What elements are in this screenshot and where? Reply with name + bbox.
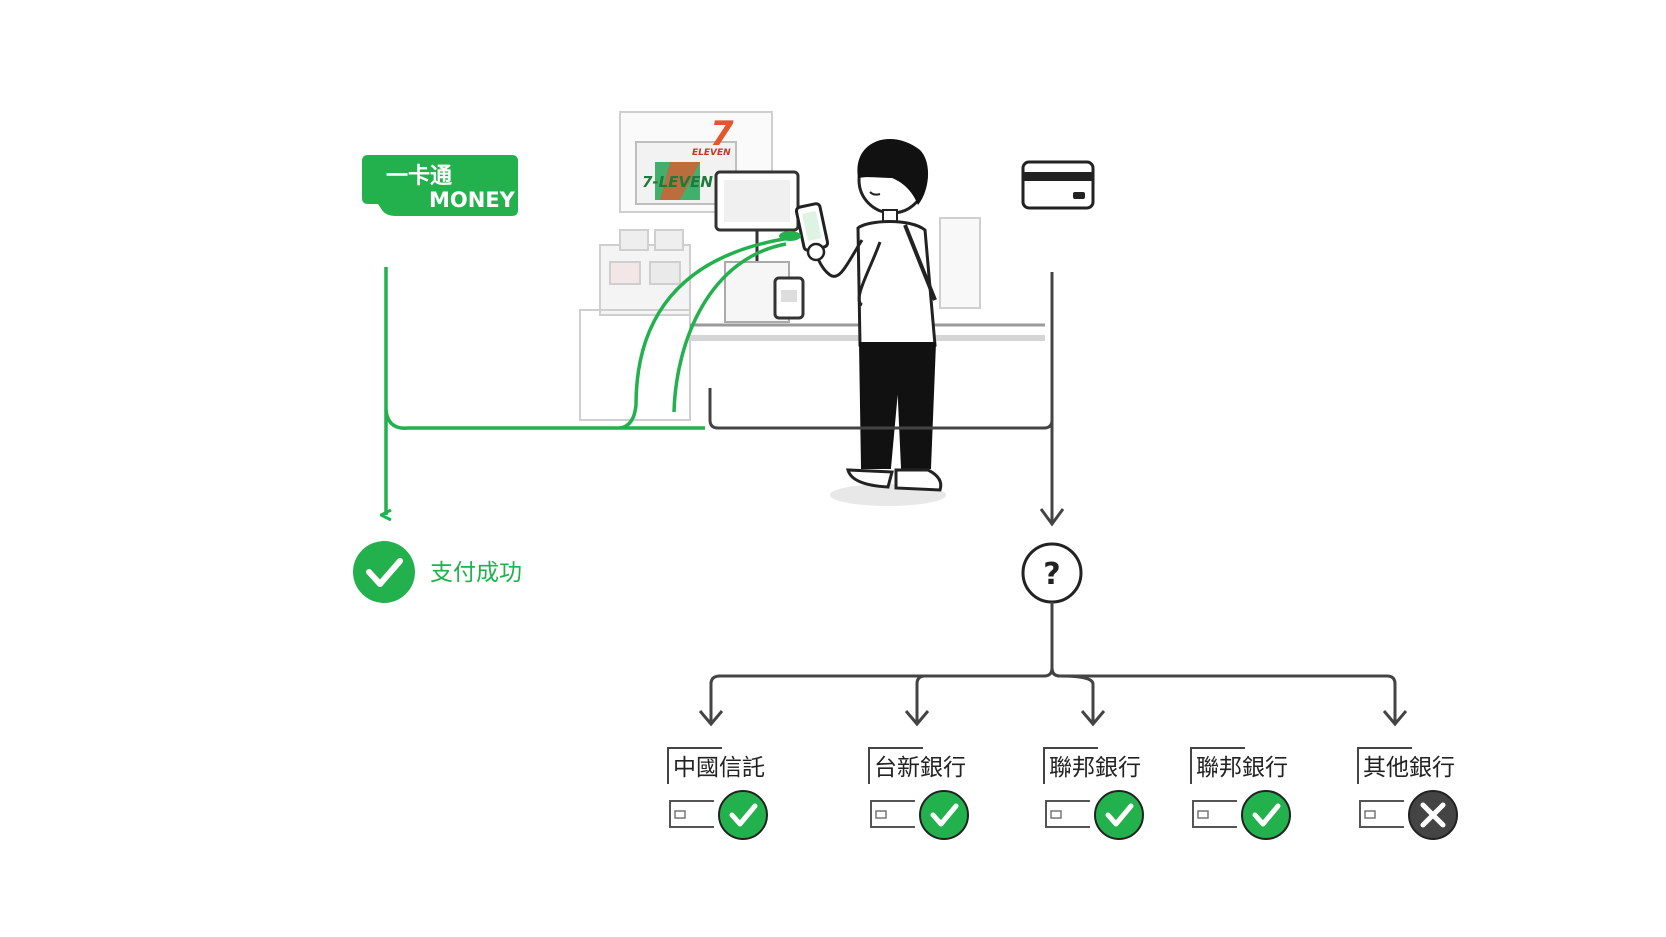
card-flow: [708, 272, 1065, 527]
card-outline-icon: [1045, 800, 1090, 828]
card-outline-icon: [1192, 800, 1237, 828]
bank-item: 聯邦銀行: [1043, 747, 1144, 840]
card-outline-icon: [1359, 800, 1404, 828]
logo-line2: MONEY: [429, 188, 516, 212]
store-sign-numeral: 7: [710, 114, 734, 154]
check-circle-icon: [919, 790, 969, 840]
card-outline-icon: [870, 800, 915, 828]
bank-name: 其他銀行: [1363, 755, 1455, 781]
credit-card-icon: [1021, 160, 1095, 210]
bank-name: 聯邦銀行: [1196, 755, 1288, 781]
bank-item: 台新銀行: [868, 747, 969, 840]
pos-terminal-icon: [714, 170, 805, 323]
bank-list: 中國信託 台新銀行 聯邦銀行 聯邦銀行 其他銀行: [667, 747, 1458, 840]
question-symbol: ?: [1043, 557, 1060, 592]
store-sign-name: 7-LEVEN: [642, 173, 713, 191]
bank-branch-tree: [698, 602, 1408, 727]
payment-success: 支付成功: [353, 541, 522, 603]
bank-item: 其他銀行: [1357, 747, 1458, 840]
bank-name: 聯邦銀行: [1049, 755, 1141, 781]
check-circle-icon: [1094, 790, 1144, 840]
unknown-bank-node: ?: [1021, 542, 1083, 604]
success-label: 支付成功: [430, 560, 522, 586]
check-circle-icon: [353, 541, 415, 603]
bank-name: 台新銀行: [874, 755, 966, 781]
bank-item: 中國信託: [667, 747, 768, 840]
ipass-money-logo: 一卡通 MONEY: [362, 155, 518, 216]
check-circle-icon: [718, 790, 768, 840]
green-flow: [386, 231, 801, 515]
store-background: [579, 111, 1045, 421]
bank-item: 聯邦銀行: [1190, 747, 1291, 840]
logo-line1: 一卡通: [386, 164, 452, 189]
store-sign-badge: ELEVEN: [692, 148, 731, 158]
person-illustration: [794, 139, 946, 506]
bank-name: 中國信託: [673, 755, 765, 781]
card-outline-icon: [669, 800, 714, 828]
check-circle-icon: [1241, 790, 1291, 840]
